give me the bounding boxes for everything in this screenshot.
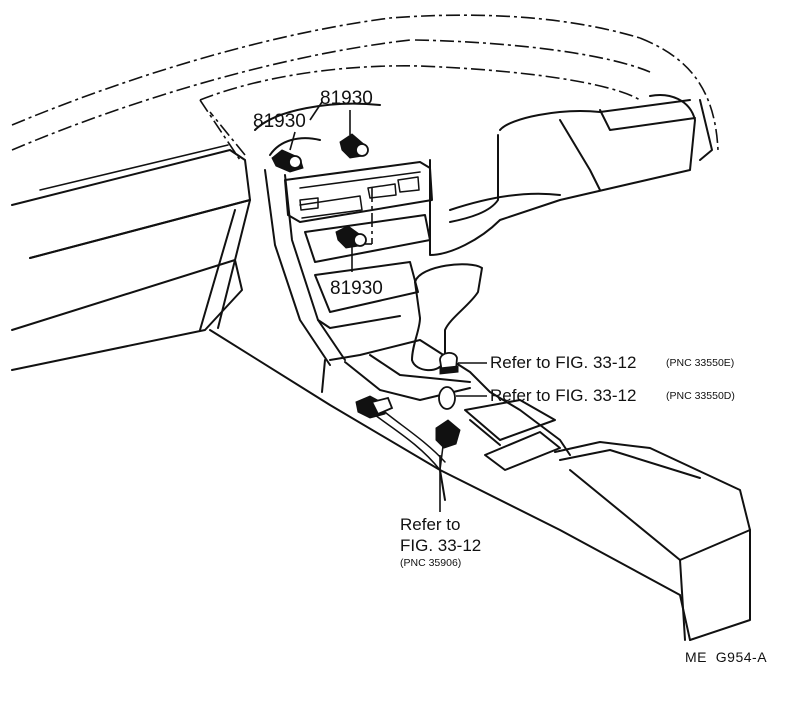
lamp-33550E [439, 352, 459, 375]
right-dash [429, 94, 713, 256]
part-number-label: 81930 [253, 111, 306, 132]
lower-console [209, 329, 751, 641]
bulb-part-center [335, 225, 367, 249]
center-stack [254, 102, 433, 366]
bottom-reference-label: Refer to FIG. 33-12 (PNC 35906) [400, 515, 481, 569]
part-number-label: 81930 [320, 88, 373, 109]
reference-text-line2: FIG. 33-12 [400, 536, 481, 555]
dashboard-outline [11, 14, 719, 161]
lamp-33550D [438, 386, 456, 410]
wire-harness [374, 407, 446, 471]
pnc-code: (PNC 33550E) [666, 357, 734, 369]
connector-part [355, 395, 394, 419]
pnc-code: (PNC 33550D) [666, 390, 735, 402]
reference-text: Refer to FIG. 33-12 [490, 353, 636, 372]
reference-text-line1: Refer to [400, 515, 460, 534]
reference-labels: Refer to FIG. 33-12 (PNC 33550E) Refer t… [490, 353, 735, 405]
bulb-part-upper-left [271, 149, 304, 173]
leader-lines [289, 101, 487, 512]
part-labels: 81930 81930 81930 [253, 88, 383, 299]
pnc-code: (PNC 35906) [400, 557, 461, 569]
bulb-part-upper-right [339, 133, 369, 159]
figure-code: ME G954-A [685, 649, 767, 665]
part-number-label: 81930 [330, 278, 383, 299]
switch-part-35906 [435, 419, 461, 449]
left-dash-panel [11, 144, 251, 371]
reference-text: Refer to FIG. 33-12 [490, 386, 636, 405]
